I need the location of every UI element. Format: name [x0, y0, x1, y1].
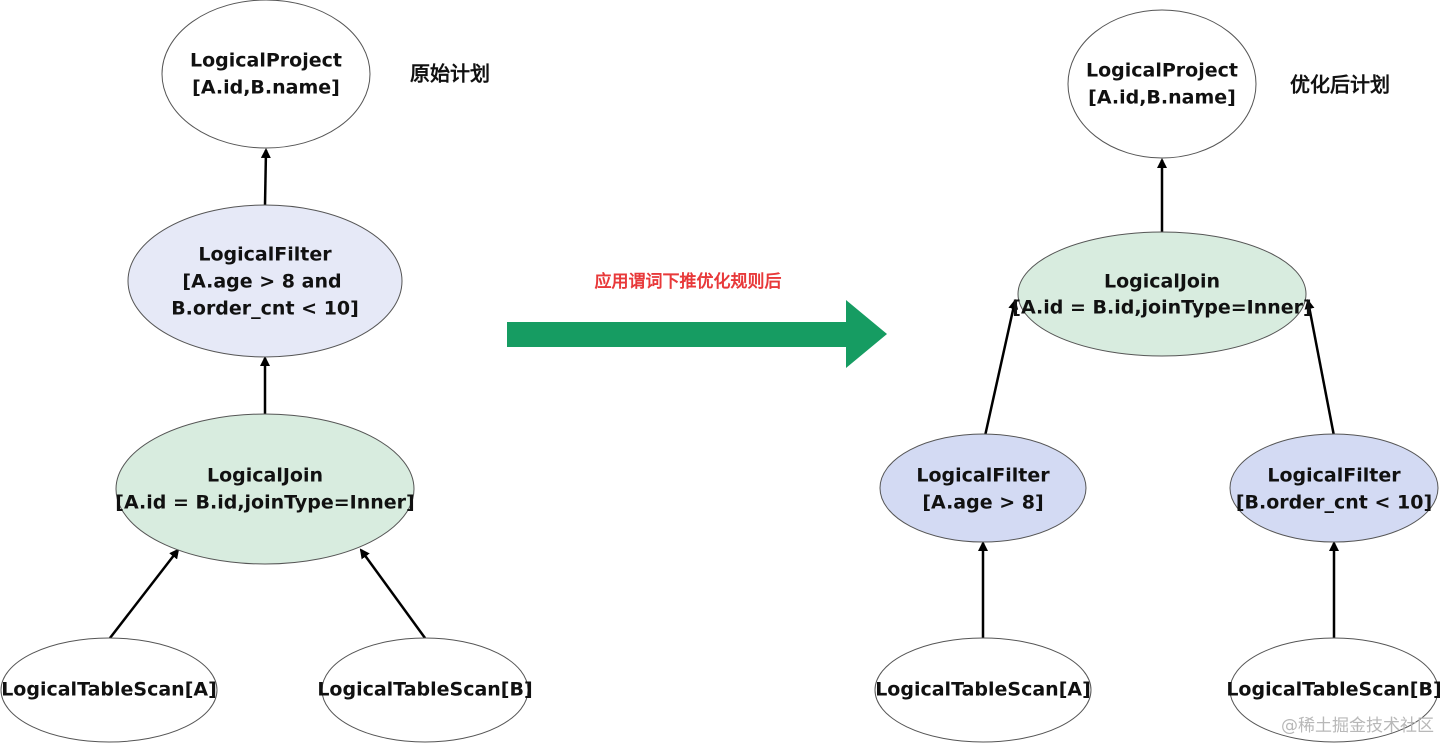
left-filter-line-2: [A.age > 8 and [182, 271, 341, 293]
left-plan: LogicalProject [A.id,B.name] 原始计划 Logica… [0, 0, 533, 743]
right-join-line-2: [A.id = B.id,joinType=Inner] [1012, 297, 1311, 319]
right-project-ellipse [1067, 9, 1257, 159]
right-plan-edges [978, 158, 1339, 638]
left-filter-node: LogicalFilter [A.age > 8 and B.order_cnt… [127, 204, 403, 358]
right-project-line-2: [A.id,B.name] [1088, 87, 1236, 109]
right-scan-a-node: LogicalTableScan[A] [874, 637, 1092, 743]
left-scan-b-label: LogicalTableScan[B] [317, 679, 532, 701]
right-scan-a-ellipse [874, 637, 1092, 743]
right-filter-b-line-1: LogicalFilter [1267, 465, 1401, 487]
right-filter-b-node: LogicalFilter [B.order_cnt < 10] [1229, 433, 1439, 543]
left-scan-a-label: LogicalTableScan[A] [1, 679, 217, 701]
left-filter-line-1: LogicalFilter [198, 244, 332, 266]
right-join-node: LogicalJoin [A.id = B.id,joinType=Inner] [1012, 231, 1312, 357]
left-project-node: LogicalProject [A.id,B.name] [161, 0, 371, 149]
right-project-node: LogicalProject [A.id,B.name] [1067, 9, 1257, 159]
left-filter-line-3: B.order_cnt < 10] [171, 298, 359, 320]
left-join-ellipse [115, 413, 415, 565]
left-project-line-2: [A.id,B.name] [192, 77, 340, 99]
left-scan-a-node: LogicalTableScan[A] [0, 637, 218, 743]
right-join-ellipse [1017, 231, 1307, 357]
right-join-line-1: LogicalJoin [1104, 271, 1220, 293]
right-filter-a-line-1: LogicalFilter [916, 465, 1050, 487]
right-scan-a-label: LogicalTableScan[A] [875, 679, 1091, 701]
left-join-node: LogicalJoin [A.id = B.id,joinType=Inner] [115, 413, 415, 565]
right-filter-b-ellipse [1229, 433, 1439, 543]
right-filter-a-node: LogicalFilter [A.age > 8] [879, 433, 1087, 543]
left-project-ellipse [161, 0, 371, 149]
edge-right-filter-b-to-join [1304, 299, 1336, 437]
transform-arrow-group: 应用谓词下推优化规则后 [507, 271, 887, 368]
edge-left-scan-b-to-join [359, 548, 427, 639]
right-scan-b-label: LogicalTableScan[B] [1226, 679, 1440, 701]
transform-arrow [507, 300, 887, 368]
left-filter-ellipse [127, 204, 403, 358]
left-project-line-1: LogicalProject [190, 50, 342, 72]
right-filter-a-ellipse [879, 433, 1087, 543]
edge-right-filter-a-to-join [983, 299, 1019, 437]
watermark: @稀土掘金技术社区 [1281, 716, 1434, 736]
right-project-line-1: LogicalProject [1086, 60, 1238, 82]
right-filter-b-line-2: [B.order_cnt < 10] [1236, 492, 1432, 514]
right-filter-a-line-2: [A.age > 8] [922, 492, 1043, 514]
left-plan-edges [109, 148, 427, 639]
left-join-line-2: [A.id = B.id,joinType=Inner] [115, 492, 414, 514]
left-scan-b-node: LogicalTableScan[B] [317, 637, 533, 743]
right-scan-b-node: LogicalTableScan[B] [1226, 637, 1440, 743]
left-scan-a-ellipse [0, 637, 218, 743]
right-plan-title: 优化后计划 [1290, 73, 1390, 97]
right-plan: LogicalProject [A.id,B.name] 优化后计划 Logic… [874, 9, 1440, 743]
transform-label: 应用谓词下推优化规则后 [595, 271, 782, 292]
right-scan-b-ellipse [1229, 637, 1439, 743]
edge-left-filter-to-project [260, 148, 271, 206]
edge-left-scan-a-to-join [109, 548, 180, 639]
left-join-line-1: LogicalJoin [207, 465, 323, 487]
left-scan-b-ellipse [321, 637, 529, 743]
left-plan-title: 原始计划 [410, 62, 490, 86]
